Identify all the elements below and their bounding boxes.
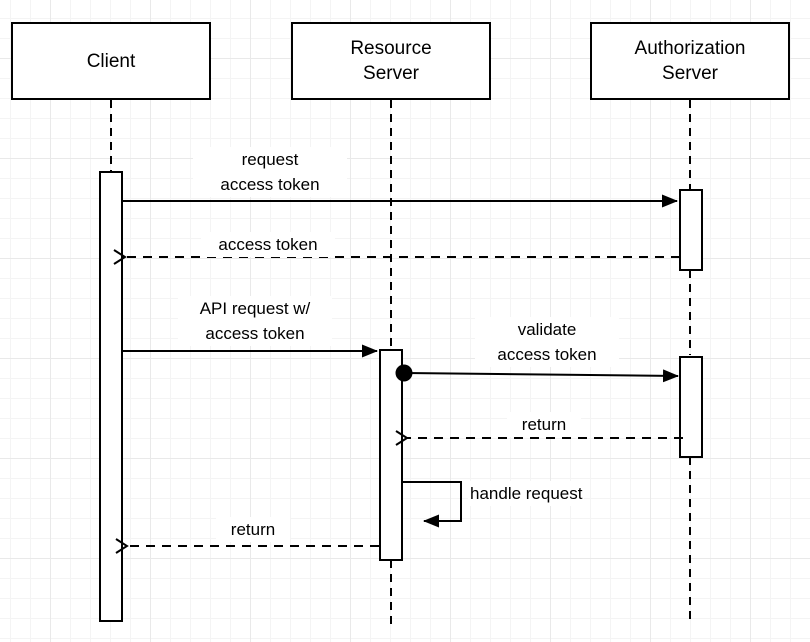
message-label-line: access token bbox=[497, 345, 597, 364]
sync-dot bbox=[395, 364, 413, 382]
actor-box-client: Client bbox=[11, 22, 211, 100]
message-label-validate-access-token: validate access token bbox=[475, 317, 619, 367]
message-label-validate-return: return bbox=[507, 412, 581, 437]
activation-bar-resource-server bbox=[379, 349, 403, 561]
actor-label-line: Server bbox=[662, 63, 718, 84]
message-label-line: API request w/ bbox=[199, 299, 311, 318]
actor-label-line: Client bbox=[86, 50, 136, 72]
message-label-line: access token bbox=[220, 175, 320, 194]
activation-bar-client bbox=[99, 171, 123, 622]
message-label-line: handle request bbox=[470, 484, 583, 503]
actor-label-line: Resource bbox=[350, 38, 432, 59]
message-label-final-return: return bbox=[216, 517, 290, 542]
message-label-request-access-token: request access token bbox=[193, 147, 347, 197]
message-label-api-request: API request w/ access token bbox=[178, 296, 332, 346]
arrow-validate-access-token bbox=[405, 369, 679, 383]
message-label-access-token: access token bbox=[201, 232, 335, 257]
activation-bar-authorization-server-1 bbox=[679, 189, 703, 271]
message-label-line: access token bbox=[205, 324, 305, 343]
message-label-line: return bbox=[230, 520, 276, 539]
message-label-line: validate bbox=[517, 320, 577, 339]
arrow-handle-request-self-loop bbox=[403, 481, 462, 528]
activation-bar-authorization-server-2 bbox=[679, 356, 703, 458]
message-label-line: return bbox=[521, 415, 567, 434]
message-label-line: access token bbox=[218, 235, 318, 254]
actor-box-authorization-server: Authorization Server bbox=[590, 22, 790, 100]
actor-label-line: Authorization bbox=[634, 38, 746, 59]
message-label-handle-request: handle request bbox=[468, 481, 585, 506]
actor-box-resource-server: Resource Server bbox=[291, 22, 491, 100]
message-label-line: request bbox=[241, 150, 299, 169]
actor-label-line: Server bbox=[363, 63, 419, 84]
